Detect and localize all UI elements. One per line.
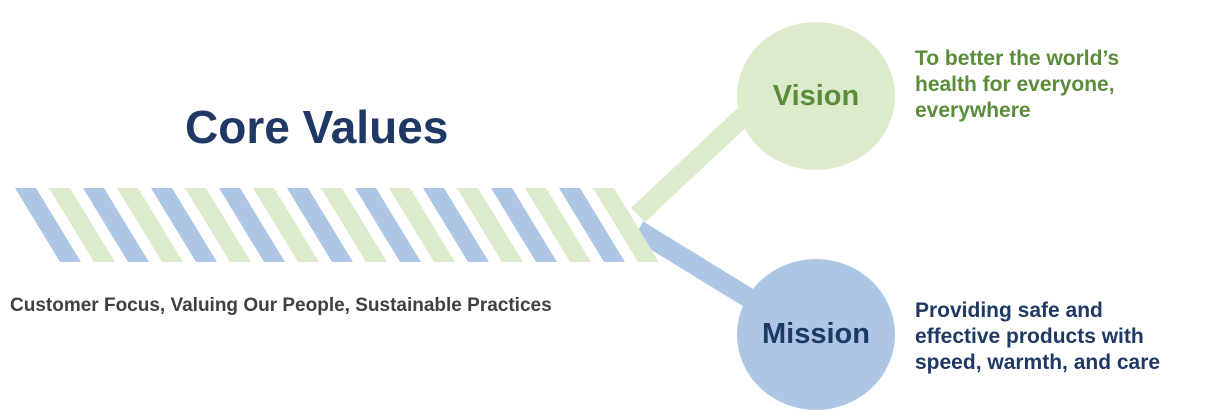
rope-strand: [355, 188, 421, 262]
rope-strand: [321, 188, 387, 262]
rope-strand: [253, 188, 319, 262]
braided-rope: [15, 188, 659, 262]
rope-strand: [83, 188, 149, 262]
rope-strand: [593, 188, 659, 262]
vision-statement: To better the world’s health for everyon…: [915, 47, 1120, 122]
rope-strand: [117, 188, 183, 262]
rope-strand: [389, 188, 455, 262]
vision-label: Vision: [772, 79, 860, 112]
vision-branch: [631, 104, 755, 223]
rope-strand: [491, 188, 557, 262]
rope-strand: [151, 188, 217, 262]
rope-strand: [219, 188, 285, 262]
core-values-list: Customer Focus, Valuing Our People, Sust…: [10, 295, 552, 316]
mission-branch: [632, 221, 758, 309]
rope-strand: [559, 188, 625, 262]
mission-label: Mission: [762, 318, 870, 350]
rope-strand: [525, 188, 591, 262]
rope-strand: [423, 188, 489, 262]
rope-strand: [457, 188, 523, 262]
page-title: Core Values: [185, 101, 449, 153]
rope-strand: [15, 188, 81, 262]
rope-strand: [287, 188, 353, 262]
vision-circle: Vision: [737, 22, 895, 170]
mission-circle: Mission: [737, 259, 895, 410]
rope-strand: [49, 188, 115, 262]
rope-strand: [185, 188, 251, 262]
mission-statement: Providing safe and effective products wi…: [915, 299, 1161, 374]
